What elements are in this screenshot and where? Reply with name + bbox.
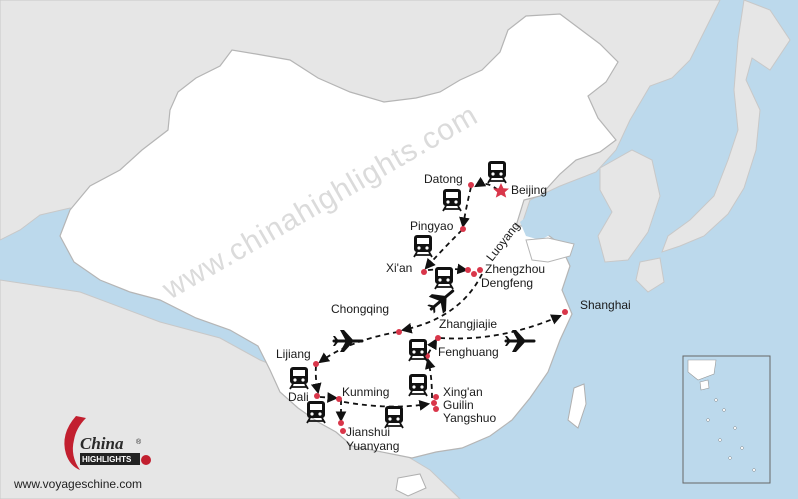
label-datong: Datong	[424, 172, 463, 186]
logo-line2: HIGHLIGHTS	[82, 455, 132, 464]
taiwan-island	[567, 383, 587, 429]
label-shanghai: Shanghai	[580, 298, 631, 312]
route-chongqing-lijiang	[318, 331, 399, 364]
route-lines	[310, 176, 562, 423]
route-fenghuang-zhangjiajie	[427, 338, 438, 355]
hainan-island	[395, 473, 427, 497]
label-yangshuo: Yangshuo	[443, 411, 496, 425]
route-zhengzhou-chongqing	[400, 273, 483, 334]
logo-line1: China	[80, 434, 124, 453]
dot-lijiang	[313, 361, 319, 367]
label-dali: Dali	[288, 390, 309, 404]
route-lijiang-dali	[310, 365, 322, 395]
route-pingyao-xian	[424, 229, 463, 270]
dot-chongqing	[396, 329, 402, 335]
label-chongqing: Chongqing	[331, 302, 389, 316]
shandong-peninsula	[525, 237, 575, 263]
korea-peninsula	[597, 149, 661, 263]
dot-xian	[421, 269, 427, 275]
logo-registered-mark: ®	[136, 438, 142, 446]
route-kunming-guilin	[343, 400, 431, 411]
dot-shanghai	[562, 309, 568, 315]
label-pingyao: Pingyao	[410, 219, 454, 233]
dot-pingyao	[460, 226, 466, 232]
kyushu-island	[635, 257, 665, 293]
dot-jianshui	[338, 420, 344, 426]
label-kunming: Kunming	[342, 385, 389, 399]
dot-luoyang	[465, 267, 471, 273]
logo-swoosh-icon	[64, 416, 86, 470]
china-highlights-logo: China HIGHLIGHTS ®	[64, 416, 151, 470]
label-xingan: Xing'an	[443, 385, 483, 399]
japan-islands	[661, 0, 791, 253]
label-beijing: Beijing	[511, 183, 547, 197]
label-fenghuang: Fenghuang	[438, 345, 499, 359]
logo-seal-icon	[141, 455, 151, 465]
route-datong-pingyao	[459, 186, 472, 229]
dot-datong	[468, 182, 474, 188]
city-dots	[313, 182, 568, 434]
dot-zhangjiajie	[435, 335, 441, 341]
label-jianshui: Jianshui	[346, 425, 390, 439]
label-zhengzhou: Zhengzhou	[485, 262, 545, 276]
route-dali-kunming	[319, 392, 339, 403]
label-yuanyang: Yuanyang	[346, 439, 399, 453]
route-guilin-fenghuang	[425, 357, 436, 399]
label-lijiang: Lijiang	[276, 347, 311, 361]
dot-zhengzhou	[477, 267, 483, 273]
dot-yuanyang	[340, 428, 346, 434]
bohai-sea	[520, 206, 560, 240]
logo-band	[80, 453, 140, 465]
label-guilin: Guilin	[443, 398, 474, 412]
label-zhangjiajie: Zhangjiajie	[439, 317, 497, 331]
dot-dengfeng	[471, 271, 477, 277]
dot-xingan	[433, 394, 439, 400]
route-zhangjiajie-shanghai	[439, 314, 562, 340]
star-icon	[493, 183, 509, 198]
dot-yangshuo	[433, 406, 439, 412]
china-mainland	[59, 13, 619, 459]
website-url: www.voyageschine.com	[14, 477, 143, 491]
inset-dots	[706, 398, 756, 472]
city-labels: Beijing Datong Pingyao Xi'an Luoyang Zhe…	[276, 172, 631, 453]
label-dengfeng: Dengfeng	[481, 276, 533, 290]
dot-guilin	[431, 400, 437, 406]
dot-dali	[314, 393, 320, 399]
label-xian: Xi'an	[386, 261, 412, 275]
inset-islands	[687, 359, 717, 391]
dot-kunming	[336, 396, 342, 402]
